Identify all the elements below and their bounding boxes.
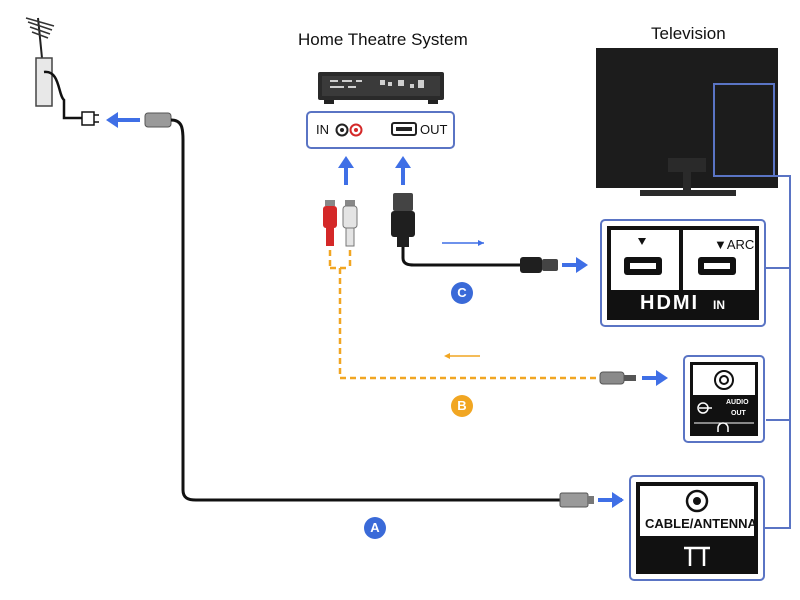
cable-b-plug bbox=[599, 371, 636, 385]
cable-antenna-label: CABLE/ANTENNA bbox=[645, 516, 757, 531]
hdmi-arc-label: ▼ARC bbox=[714, 237, 755, 252]
antenna-t-icon bbox=[684, 546, 710, 566]
hdmi-logo: HDMI bbox=[640, 292, 700, 314]
rca-plugs bbox=[323, 200, 358, 247]
htheatre-in-label: IN bbox=[316, 122, 329, 137]
badge-a: A bbox=[364, 517, 386, 539]
television-back bbox=[596, 48, 778, 196]
hdmi-in-label: IN bbox=[713, 298, 725, 312]
home-theatre-device bbox=[318, 72, 444, 104]
antenna-arrow-head bbox=[106, 112, 118, 128]
tv-panel-bracket bbox=[752, 175, 791, 529]
badge-c: C bbox=[451, 282, 473, 304]
wall-antenna-icon bbox=[25, 17, 99, 126]
home-theatre-title: Home Theatre System bbox=[298, 30, 468, 49]
audio-out-label: OUT bbox=[731, 410, 746, 417]
cable-a bbox=[144, 112, 624, 508]
television-title: Television bbox=[651, 24, 726, 43]
htheatre-out-label: OUT bbox=[420, 122, 448, 137]
headphone-icon bbox=[717, 422, 729, 432]
cable-c bbox=[391, 193, 558, 273]
hdmi-in-panel bbox=[600, 219, 766, 327]
audio-label: AUDIO bbox=[726, 399, 749, 406]
audio-out-panel bbox=[683, 355, 765, 443]
cable-b bbox=[328, 250, 600, 380]
htheatre-panel-frame bbox=[306, 111, 455, 149]
badge-b: B bbox=[451, 395, 473, 417]
antenna-panel bbox=[629, 475, 765, 581]
